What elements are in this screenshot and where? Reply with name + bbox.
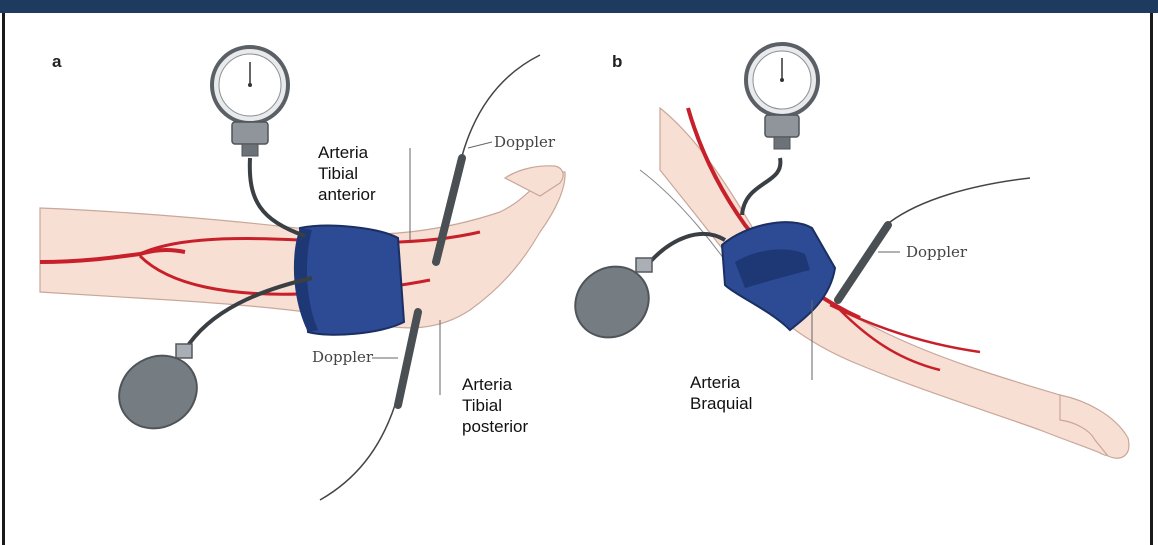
leader-doppler-top: [468, 142, 492, 148]
doppler-label-b: Doppler: [906, 243, 967, 261]
panel-label-b: b: [612, 52, 622, 72]
doppler-cable-a-bottom: [320, 405, 395, 500]
label-tibial-anterior: Arteria Tibial anterior: [318, 142, 376, 205]
inflation-bulb-icon: [106, 342, 210, 443]
panel-label-a: a: [52, 52, 61, 72]
inflation-bulb-icon-b: [561, 252, 662, 351]
panel-b-drawing: [561, 44, 1129, 458]
doppler-label-a-bottom: Doppler: [312, 348, 373, 366]
label-braquial: Arteria Braquial: [690, 372, 752, 414]
sphygmomanometer-gauge-icon: [212, 47, 288, 156]
doppler-probe-icon-b: [838, 225, 888, 300]
label-tibial-posterior: Arteria Tibial posterior: [462, 374, 528, 437]
doppler-cable-b: [890, 178, 1030, 222]
sphygmomanometer-gauge-icon-b: [746, 44, 818, 149]
doppler-label-a-top: Doppler: [494, 133, 555, 151]
gauge-tube-b: [742, 158, 780, 215]
